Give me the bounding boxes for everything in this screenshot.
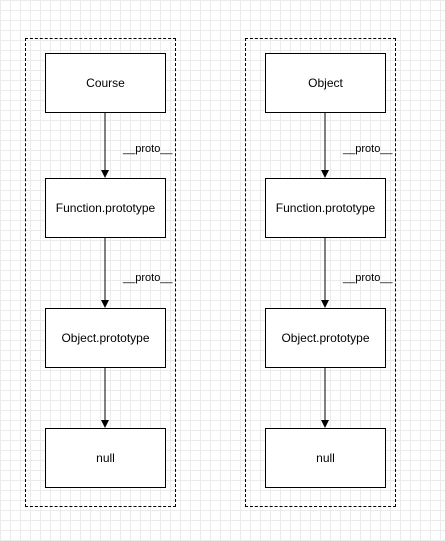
node-object-prototype-left[interactable]: Object.prototype [45,308,166,368]
right-edge-label-1: __proto__ [343,143,393,155]
right-edge-label-2: __proto__ [343,272,393,284]
node-null-left[interactable]: null [45,428,166,488]
left-edge-label-2: __proto__ [123,272,173,284]
node-null-right[interactable]: null [265,428,386,488]
left-container [25,38,176,507]
node-function-prototype-left[interactable]: Function.prototype [45,178,166,238]
node-function-prototype-right[interactable]: Function.prototype [265,178,386,238]
node-object-prototype-right[interactable]: Object.prototype [265,308,386,368]
left-edge-label-1: __proto__ [123,143,173,155]
node-object[interactable]: Object [265,53,386,113]
node-course[interactable]: Course [45,53,166,113]
right-container [245,38,396,507]
